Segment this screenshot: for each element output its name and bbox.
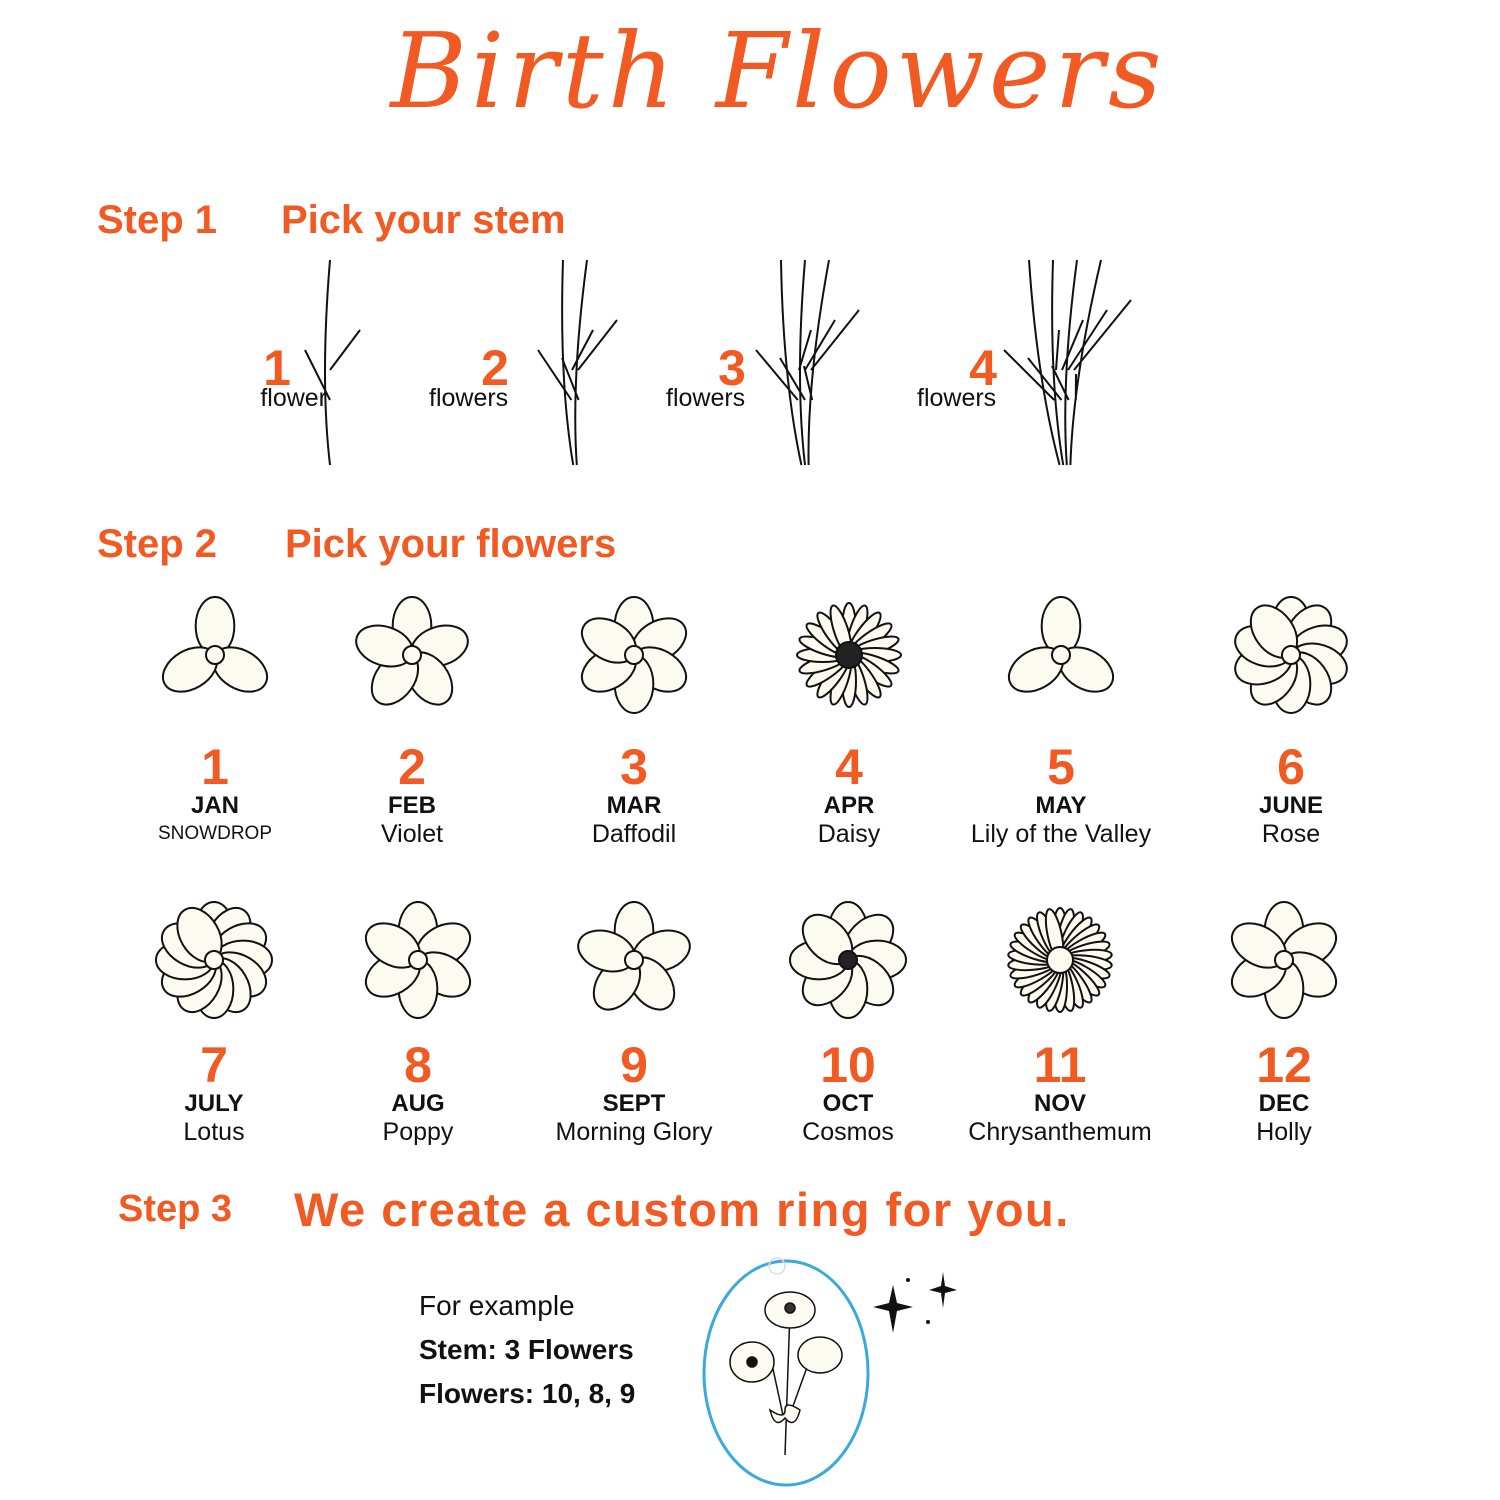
flower-name: SNOWDROP [158,823,272,844]
flower-month: SEPT [602,1090,666,1117]
flower-number: 7 [200,1037,228,1093]
rose-icon [1234,596,1348,714]
stem-number: 3 [718,340,746,396]
flower-number: 10 [820,1037,876,1093]
stem-label: flowers [429,384,509,412]
page-title: Birth Flowers [390,10,1166,132]
flower-name: Rose [1261,820,1321,848]
step2-label: Step 2 [97,522,218,566]
flower-month: AUG [391,1090,445,1117]
flower-name: Lily of the Valley [970,820,1152,848]
step3-label: Step 3 [118,1188,233,1230]
stem-4-icon [1003,259,1132,466]
poppy-icon [364,901,472,1019]
stem-number: 2 [481,340,509,396]
flower-name: Morning Glory [555,1118,713,1146]
flower-month: JUNE [1258,792,1324,819]
flower-name: Holly [1256,1118,1312,1146]
flower-month: MAR [606,792,662,819]
flower-month: JULY [184,1090,244,1117]
flower-number: 11 [1033,1037,1087,1093]
example-label: For example [419,1290,575,1321]
bouquet-icon [729,1291,843,1456]
flower-number: 12 [1256,1037,1312,1093]
flower-month: OCT [822,1090,874,1117]
flower-number: 8 [404,1037,432,1093]
holly-icon [1230,901,1338,1019]
example-stem: Stem: 3 Flowers [419,1334,634,1365]
flower-month: NOV [1033,1090,1086,1117]
ring-outline [702,1259,870,1487]
flower-number: 1 [201,739,229,795]
flower-name: Poppy [382,1118,454,1146]
step3-heading: We create a custom ring for you. [294,1183,1070,1236]
cosmos-icon [789,901,907,1019]
flower-number: 4 [835,739,863,795]
stem-1-icon [304,259,361,466]
stem-3-icon [755,259,860,466]
flower-name: Violet [380,820,444,848]
flower-number: 5 [1047,739,1075,795]
flower-month: APR [823,792,875,819]
flower-number: 3 [620,739,648,795]
sparkle-icon [873,1272,957,1333]
flower-month: DEC [1258,1090,1310,1117]
flower-month: JAN [190,792,239,819]
morning-glory-icon [577,901,691,1011]
stem-label: flower [260,384,327,412]
daffodil-icon [580,596,688,714]
flower-month: MAY [1035,792,1087,819]
lotus-icon [155,901,273,1019]
snowdrop-icon [161,596,269,693]
ring-hole [768,1257,786,1275]
stem-label: flowers [666,384,746,412]
stem-number: 1 [263,340,291,396]
daisy-icon [796,602,902,708]
flower-number: 6 [1277,739,1305,795]
stem-number: 4 [969,340,997,396]
lily-of-the-valley-icon [1007,596,1115,693]
flower-name: Daisy [817,820,881,848]
chrysanthemum-icon [1007,907,1113,1013]
step1-label: Step 1 [97,198,218,242]
step1-heading: Pick your stem [281,198,566,242]
flower-number: 9 [620,1037,648,1093]
step2-heading: Pick your flowers [285,522,617,566]
flower-name: Lotus [183,1118,245,1146]
flower-name: Daffodil [591,820,677,848]
flower-month: FEB [388,792,436,819]
flower-name: Chrysanthemum [968,1118,1152,1146]
stem-2-icon [537,259,618,466]
stem-label: flowers [917,384,997,412]
example-flowers: Flowers: 10, 8, 9 [419,1378,636,1409]
flower-name: Cosmos [802,1118,894,1146]
violet-icon [355,596,469,706]
flower-number: 2 [398,739,426,795]
